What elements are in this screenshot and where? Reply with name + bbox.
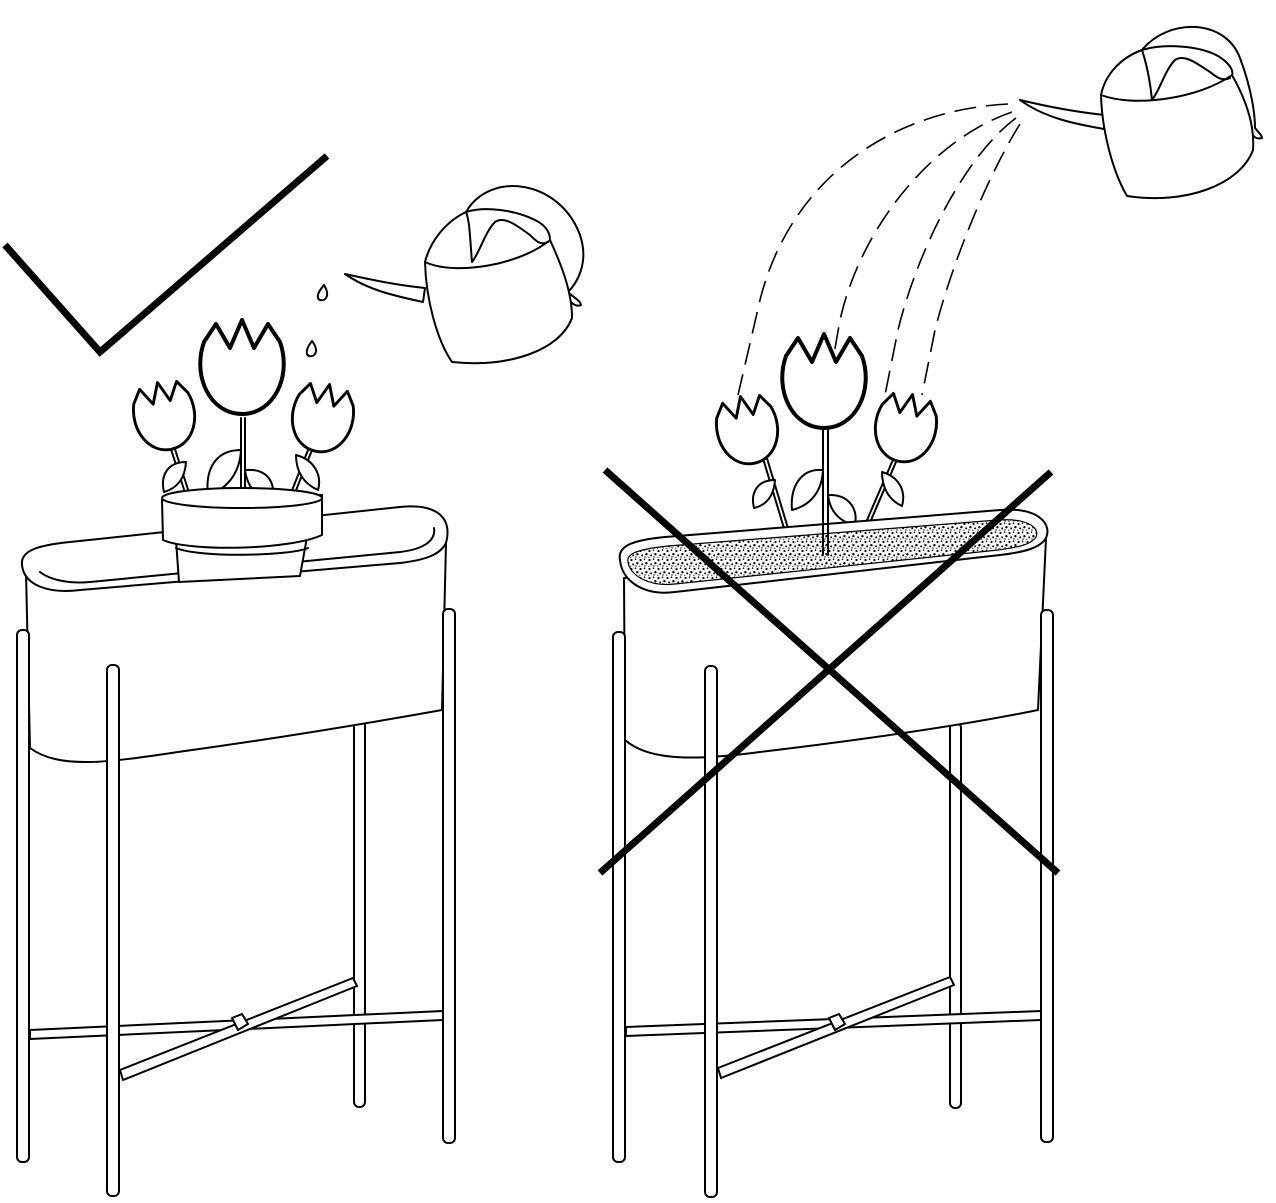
correct-panel xyxy=(2,153,585,1197)
check-mark-icon xyxy=(2,153,330,357)
soil xyxy=(627,519,1038,586)
water-stream xyxy=(737,103,1021,421)
cross-mark-icon xyxy=(597,467,1061,876)
stand-legs-front xyxy=(16,608,456,1197)
stand-legs-front xyxy=(612,609,1054,1198)
flower-pot xyxy=(161,487,323,583)
watering-can-icon xyxy=(344,185,585,365)
incorrect-panel xyxy=(597,26,1263,1198)
tulip-icon xyxy=(126,318,361,513)
brace-joint xyxy=(231,1013,249,1031)
watering-can-icon xyxy=(1019,26,1263,200)
planter-body xyxy=(618,508,1049,759)
stand-legs-back xyxy=(353,708,366,1108)
brace-joint xyxy=(828,1013,846,1031)
water-drop-icon xyxy=(316,284,329,302)
water-drop-icon xyxy=(305,340,317,358)
